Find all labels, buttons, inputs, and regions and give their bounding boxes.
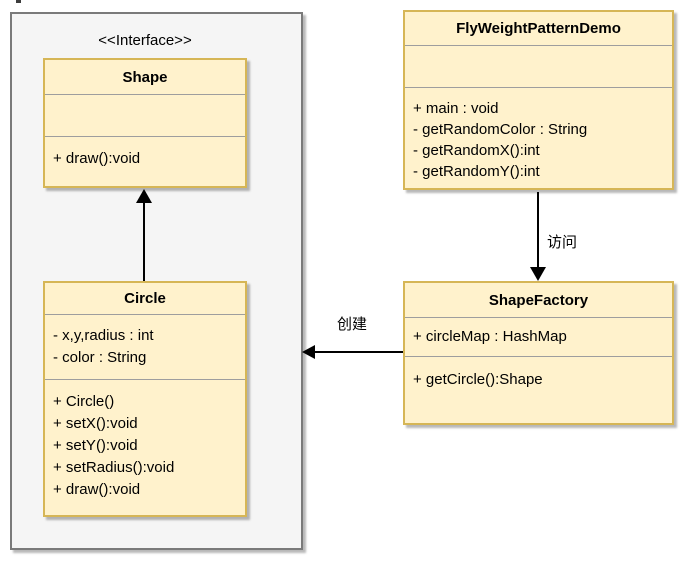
method-line: + draw():void xyxy=(53,150,141,167)
class-circle-methods-section: + Circle() + setX():void + setY():void +… xyxy=(45,379,245,515)
class-shape-title: Shape xyxy=(122,68,168,86)
method-line: + getCircle():Shape xyxy=(413,371,543,388)
create-edge-label: 创建 xyxy=(336,316,369,334)
class-flyweight-pattern-demo: FlyWeightPatternDemo + main : void - get… xyxy=(403,10,674,190)
method-line: - getRandomColor : String xyxy=(413,121,588,138)
access-edge-label: 访问 xyxy=(546,234,579,252)
method-line: + setX():void xyxy=(53,415,138,432)
create-arrowhead-icon xyxy=(302,345,315,359)
class-shape-factory: ShapeFactory + circleMap : HashMap + get… xyxy=(403,281,674,425)
class-flyweight-pattern-demo-attributes-section xyxy=(405,45,672,87)
realization-edge-line xyxy=(143,202,145,281)
class-shape-methods-section: + draw():void xyxy=(45,136,245,186)
class-shape-factory-title: ShapeFactory xyxy=(488,291,589,309)
class-shape-attributes-section xyxy=(45,94,245,136)
method-line: + draw():void xyxy=(53,481,141,498)
class-circle-attributes-section: - x,y,radius : int - color : String xyxy=(45,314,245,379)
class-circle: Circle - x,y,radius : int - color : Stri… xyxy=(43,281,247,517)
clipped-glyph xyxy=(16,0,21,3)
interface-stereotype-label: <<Interface>> xyxy=(98,32,192,49)
access-arrowhead-icon xyxy=(530,267,546,281)
class-shape: Shape + draw():void xyxy=(43,58,247,188)
attribute-line: - color : String xyxy=(53,349,147,366)
attribute-line: + circleMap : HashMap xyxy=(413,328,567,345)
class-circle-title: Circle xyxy=(124,290,166,307)
class-flyweight-pattern-demo-title: FlyWeightPatternDemo xyxy=(456,20,621,37)
attribute-line: - x,y,radius : int xyxy=(53,327,154,344)
method-line: - getRandomY():int xyxy=(413,163,540,180)
realization-arrowhead-icon xyxy=(136,189,152,203)
method-line: - getRandomX():int xyxy=(413,142,540,159)
class-flyweight-pattern-demo-methods-section: + main : void - getRandomColor : String … xyxy=(405,87,672,188)
method-line: + main : void xyxy=(413,100,499,117)
access-edge-line xyxy=(537,192,539,269)
class-shape-factory-methods-section: + getCircle():Shape xyxy=(405,356,672,423)
method-line: + setY():void xyxy=(53,437,138,454)
create-edge-line xyxy=(314,351,403,353)
method-line: + Circle() xyxy=(53,393,115,410)
method-line: + setRadius():void xyxy=(53,459,175,476)
class-shape-factory-attributes-section: + circleMap : HashMap xyxy=(405,317,672,356)
